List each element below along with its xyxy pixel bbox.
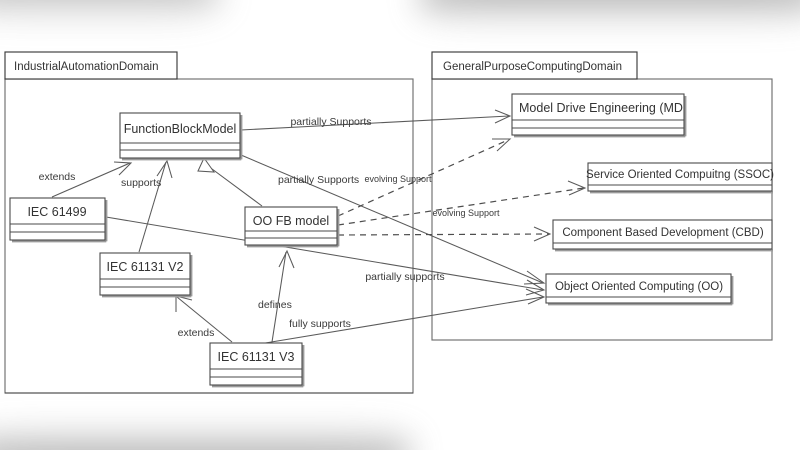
relation-oofb-evolving-support-mde[interactable]: evolving Support (337, 138, 512, 217)
class-component-based-development[interactable]: Component Based Development (CBD) (552, 219, 773, 252)
relation-label-oofb-evolving-support-mde: evolving Support (364, 174, 432, 184)
relation-iec61131v2-supports-fbm[interactable]: supports (121, 159, 173, 253)
relation-iec61131v3-defines-oofb[interactable]: defines (258, 249, 295, 343)
class-label-model-drive-engineering: Model Drive Engineering (MDE) (519, 101, 695, 115)
relation-oofb-generalizes-fbm[interactable] (197, 156, 263, 207)
class-model-drive-engineering[interactable]: Model Drive Engineering (MDE) (511, 93, 695, 138)
class-function-block-model[interactable]: FunctionBlockModel (119, 112, 243, 161)
relation-label-fbm-partially-supports-mde: partially Supports (290, 116, 371, 128)
domain-general-purpose-computing-label: GeneralPurposeComputingDomain (443, 61, 622, 73)
class-label-service-oriented-computing: Service Oriented Compuitng (SSOC) (586, 169, 774, 181)
class-label-oo-fb-model: OO FB model (253, 214, 329, 228)
relation-label-iec61499-partially-supports-oo: partially supports (365, 271, 444, 283)
class-oo-fb-model[interactable]: OO FB model (244, 206, 340, 248)
class-label-object-oriented-computing: Object Oriented Computing (OO) (555, 281, 723, 293)
relation-iec61131v3-fully-supports-oo[interactable]: fully supports (228, 288, 546, 350)
class-label-component-based-development: Component Based Development (CBD) (562, 227, 764, 239)
class-iec-61131-v3[interactable]: IEC 61131 V3 (209, 342, 305, 388)
relation-fbm-partially-supports-mde[interactable]: partially Supports (240, 109, 512, 131)
class-label-iec-61131-v3: IEC 61131 V3 (218, 350, 295, 364)
relation-label-iec61131v3-extends-v2: extends (178, 327, 215, 339)
relation-fbm-partially-supports-oo[interactable]: partially Supports (240, 154, 546, 285)
domain-industrial-automation-tab (4, 51, 178, 80)
domain-general-purpose-computing-tab (431, 51, 638, 80)
relation-iec61131v3-extends-v2[interactable]: extends (175, 295, 233, 343)
class-service-oriented-computing[interactable]: Service Oriented Compuitng (SSOC) (586, 162, 774, 194)
class-object-oriented-computing[interactable]: Object Oriented Computing (OO) (545, 273, 734, 306)
relation-label-oofb-evolving-support-ssoc: evolving Support (432, 208, 500, 218)
relation-label-iec61499-extends-fbm: extends (39, 171, 76, 183)
relation-iec61499-partially-supports-oo[interactable]: partially supports (105, 216, 546, 296)
relation-label-iec61131v2-supports-fbm: supports (121, 177, 161, 189)
relation-label-iec61131v3-fully-supports-oo: fully supports (289, 318, 351, 330)
relation-oofb-support-cbd[interactable] (337, 226, 552, 242)
relation-label-fbm-partially-supports-oo: partially Supports (278, 174, 359, 186)
class-iec-61131-v2[interactable]: IEC 61131 V2 (99, 252, 193, 298)
relation-label-iec61131v3-defines-oofb: defines (258, 299, 292, 311)
relation-oofb-evolving-support-ssoc[interactable]: evolving Support (337, 180, 587, 226)
class-label-function-block-model: FunctionBlockModel (124, 122, 237, 136)
domain-industrial-automation-label: IndustrialAutomationDomain (14, 61, 158, 73)
class-iec-61499[interactable]: IEC 61499 (9, 197, 108, 243)
class-label-iec-61499: IEC 61499 (27, 205, 86, 219)
relation-iec61499-extends-fbm[interactable]: extends (39, 161, 133, 198)
class-label-iec-61131-v2: IEC 61131 V2 (107, 260, 184, 274)
